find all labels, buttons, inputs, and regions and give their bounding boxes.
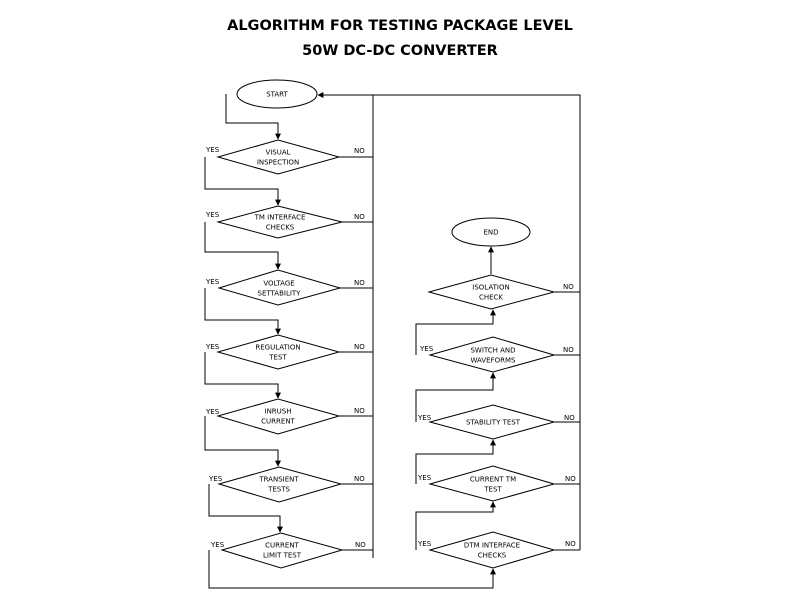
node-label-line: INRUSH <box>265 408 292 416</box>
node-label-line: TESTS <box>267 486 290 494</box>
node-label-line: CHECK <box>479 294 503 302</box>
node-label-line: REGULATION <box>255 344 300 352</box>
no-label-tm: NO <box>354 213 365 221</box>
yes-label-current-tm: YES <box>417 474 432 482</box>
node-label-line: SETTABILITY <box>258 290 302 298</box>
isolation-check-label: ISOLATION CHECK <box>472 284 509 302</box>
node-label-line: CURRENT <box>265 542 299 550</box>
yes-label-voltage: YES <box>205 278 220 286</box>
branch-labels: YES NO YES NO YES NO YES NO YES NO YES N… <box>205 146 576 549</box>
yes-label-inrush: YES <box>205 408 220 416</box>
flow-yes-visual <box>204 157 281 206</box>
yes-label-dtm: YES <box>417 540 432 548</box>
node-label-line: DTM INTERFACE <box>464 542 520 550</box>
current-limit-test-label: CURRENT LIMIT TEST <box>263 542 302 560</box>
yes-label-visual: YES <box>205 146 220 154</box>
flow-yes-current-tm <box>415 439 496 484</box>
no-label-stability: NO <box>564 414 575 422</box>
node-label-line: SWITCH AND <box>470 347 515 355</box>
current-tm-test-label: CURRENT TM TEST <box>470 476 516 494</box>
voltage-settability-label: VOLTAGE SETTABILITY <box>258 280 302 298</box>
stability-test-decision <box>428 404 556 440</box>
no-label-dtm: NO <box>565 540 576 548</box>
switch-and-waveforms-label: SWITCH AND WAVEFORMS <box>470 347 516 365</box>
node-label-line: CHECKS <box>478 552 507 560</box>
flow-yes-regulation <box>204 352 281 399</box>
visual-inspection-label: VISUAL INSPECTION <box>257 149 299 167</box>
flowchart-nodes: START VISUAL INSPECTION TM INTERFACE CHECK… <box>216 79 556 569</box>
end-label: END <box>483 229 498 237</box>
inrush-current-label: INRUSH CURRENT <box>261 408 295 426</box>
no-label-current-limit: NO <box>355 541 366 549</box>
yes-label-stability: YES <box>417 414 432 422</box>
diagram-title-line1: ALGORITHM FOR TESTING PACKAGE LEVEL <box>227 18 573 34</box>
flow-start-to-visual <box>225 94 281 140</box>
stability-test-label: STABILITY TEST <box>466 419 521 427</box>
regulation-test-decision <box>216 334 341 370</box>
yes-label-current-limit: YES <box>210 541 225 549</box>
node-label-line: TRANSIENT <box>258 476 299 484</box>
regulation-test-label: REGULATION TEST <box>255 344 300 362</box>
node-label-line: LIMIT TEST <box>263 552 302 560</box>
node-label-line: CURRENT TM <box>470 476 516 484</box>
yes-label-regulation: YES <box>205 343 220 351</box>
node-label-line: WAVEFORMS <box>471 357 517 365</box>
no-label-switch: NO <box>563 346 574 354</box>
inrush-current-decision <box>216 398 341 435</box>
node-label-line: TM INTERFACE <box>254 214 306 222</box>
node-label-line: START <box>266 91 288 99</box>
flow-yes-switch <box>415 309 496 355</box>
flow-yes-stability <box>415 372 496 422</box>
transient-tests-label: TRANSIENT TESTS <box>258 476 299 494</box>
flow-yes-current-limit <box>208 550 496 589</box>
no-label-current-tm: NO <box>565 475 576 483</box>
node-label-line: TEST <box>483 486 502 494</box>
node-label-line: INSPECTION <box>257 159 299 167</box>
no-label-isolation: NO <box>563 283 574 291</box>
dtm-interface-checks-label: DTM INTERFACE CHECKS <box>464 542 520 560</box>
flow-yes-inrush <box>204 416 281 467</box>
transient-tests-decision <box>217 466 343 503</box>
flow-yes-transient <box>208 484 283 533</box>
start-label: START <box>266 91 288 99</box>
yes-label-tm: YES <box>205 211 220 219</box>
flow-yes-voltage <box>204 288 281 335</box>
node-label-line: VOLTAGE <box>263 280 294 288</box>
tm-interface-checks-label: TM INTERFACE CHECKS <box>254 214 306 232</box>
visual-inspection-decision <box>216 139 341 175</box>
node-label-line: TEST <box>268 354 287 362</box>
start-terminal <box>236 79 318 109</box>
node-label-line: CHECKS <box>266 224 295 232</box>
no-return-line-right <box>373 94 581 550</box>
yes-label-transient: YES <box>208 475 223 483</box>
current-limit-test-decision <box>220 532 344 569</box>
no-label-regulation: NO <box>354 343 365 351</box>
current-tm-test-decision <box>428 465 556 502</box>
switch-and-waveforms-decision <box>428 336 556 373</box>
end-terminal <box>451 217 531 247</box>
no-label-inrush: NO <box>354 407 365 415</box>
node-label-line: END <box>483 229 498 237</box>
diagram-title-line2: 50W DC-DC CONVERTER <box>302 43 498 59</box>
flow-yes-tm <box>204 222 281 270</box>
node-label-line: STABILITY TEST <box>466 419 521 427</box>
isolation-check-decision <box>427 274 556 310</box>
node-label-line: VISUAL <box>265 149 290 157</box>
tm-interface-checks-decision <box>216 205 343 239</box>
dtm-interface-checks-decision <box>428 531 556 569</box>
voltage-settability-decision <box>217 269 342 306</box>
node-label-line: CURRENT <box>261 418 295 426</box>
connector-lines <box>204 92 581 589</box>
no-label-visual: NO <box>354 147 365 155</box>
yes-label-switch: YES <box>419 345 434 353</box>
node-label-line: ISOLATION <box>472 284 509 292</box>
flow-yes-dtm <box>415 501 496 550</box>
no-label-transient: NO <box>354 475 365 483</box>
no-label-voltage: NO <box>354 279 365 287</box>
